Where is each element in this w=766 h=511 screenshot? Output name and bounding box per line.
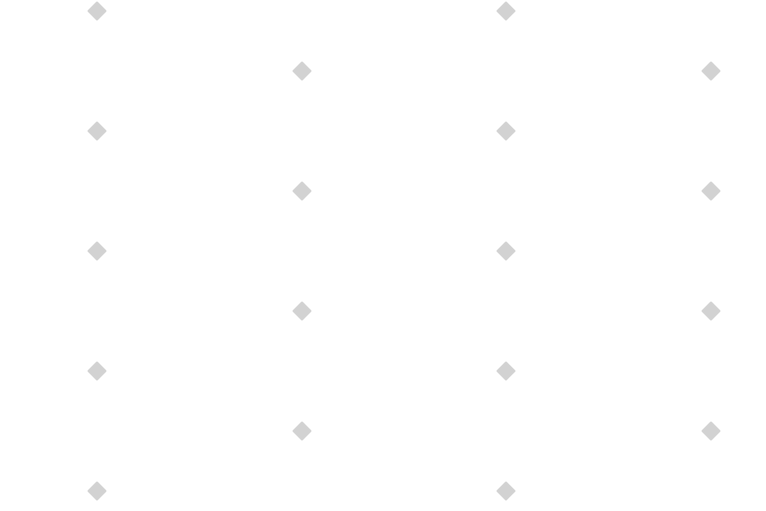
diamond-icon	[87, 121, 107, 141]
diamond-icon	[701, 421, 721, 441]
diamond-icon	[496, 481, 516, 501]
diamond-icon	[496, 121, 516, 141]
diamond-icon	[496, 1, 516, 21]
diamond-icon	[701, 181, 721, 201]
diamond-icon	[87, 361, 107, 381]
diamond-icon	[292, 301, 312, 321]
diamond-icon	[292, 421, 312, 441]
diamond-icon	[701, 61, 721, 81]
diamond-icon	[292, 61, 312, 81]
diamond-icon	[87, 1, 107, 21]
diamond-icon	[87, 481, 107, 501]
diamond-icon	[292, 181, 312, 201]
diamond-icon	[87, 241, 107, 261]
diamond-icon	[701, 301, 721, 321]
diamond-icon	[496, 241, 516, 261]
diamond-icon	[496, 361, 516, 381]
